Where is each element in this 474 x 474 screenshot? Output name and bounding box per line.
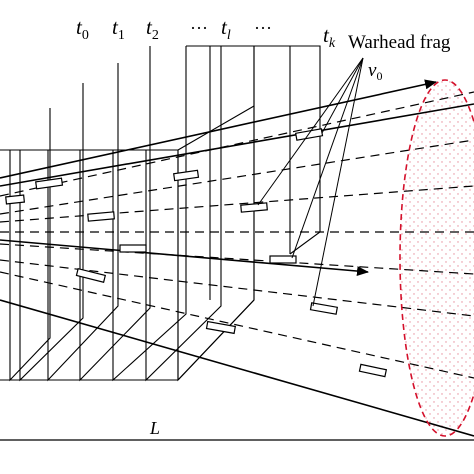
target-ellipse [399,79,474,437]
target-region-fill [400,80,474,436]
label-dots-1: ··· [190,18,208,38]
fragments [5,128,388,378]
fragment [205,320,237,335]
leader-lines [257,57,364,307]
fragment [173,169,200,182]
fragment [75,267,107,283]
time-labels: t0 t1 t2 ··· tl ··· tk [76,15,336,51]
boundary-lines [0,79,474,437]
label-tk: tk [323,23,336,51]
fragment [35,177,64,190]
fragment [87,211,115,222]
fragment [119,244,147,253]
fragment [240,202,268,213]
label-t1: t1 [112,15,125,43]
time-slice-planes [0,45,321,382]
fragment [269,255,297,264]
distance-label: L [149,418,160,438]
label-tl: tl [221,15,231,43]
fragment [309,302,339,315]
fragment [358,363,388,378]
warhead-label: Warhead frag [348,32,451,53]
dashed-trajectories [0,91,474,379]
velocity-label: v0 [368,60,382,83]
label-t2: t2 [146,15,159,43]
fragment [5,194,26,205]
label-t0: t0 [76,15,89,43]
label-dots-2: ··· [254,18,272,38]
